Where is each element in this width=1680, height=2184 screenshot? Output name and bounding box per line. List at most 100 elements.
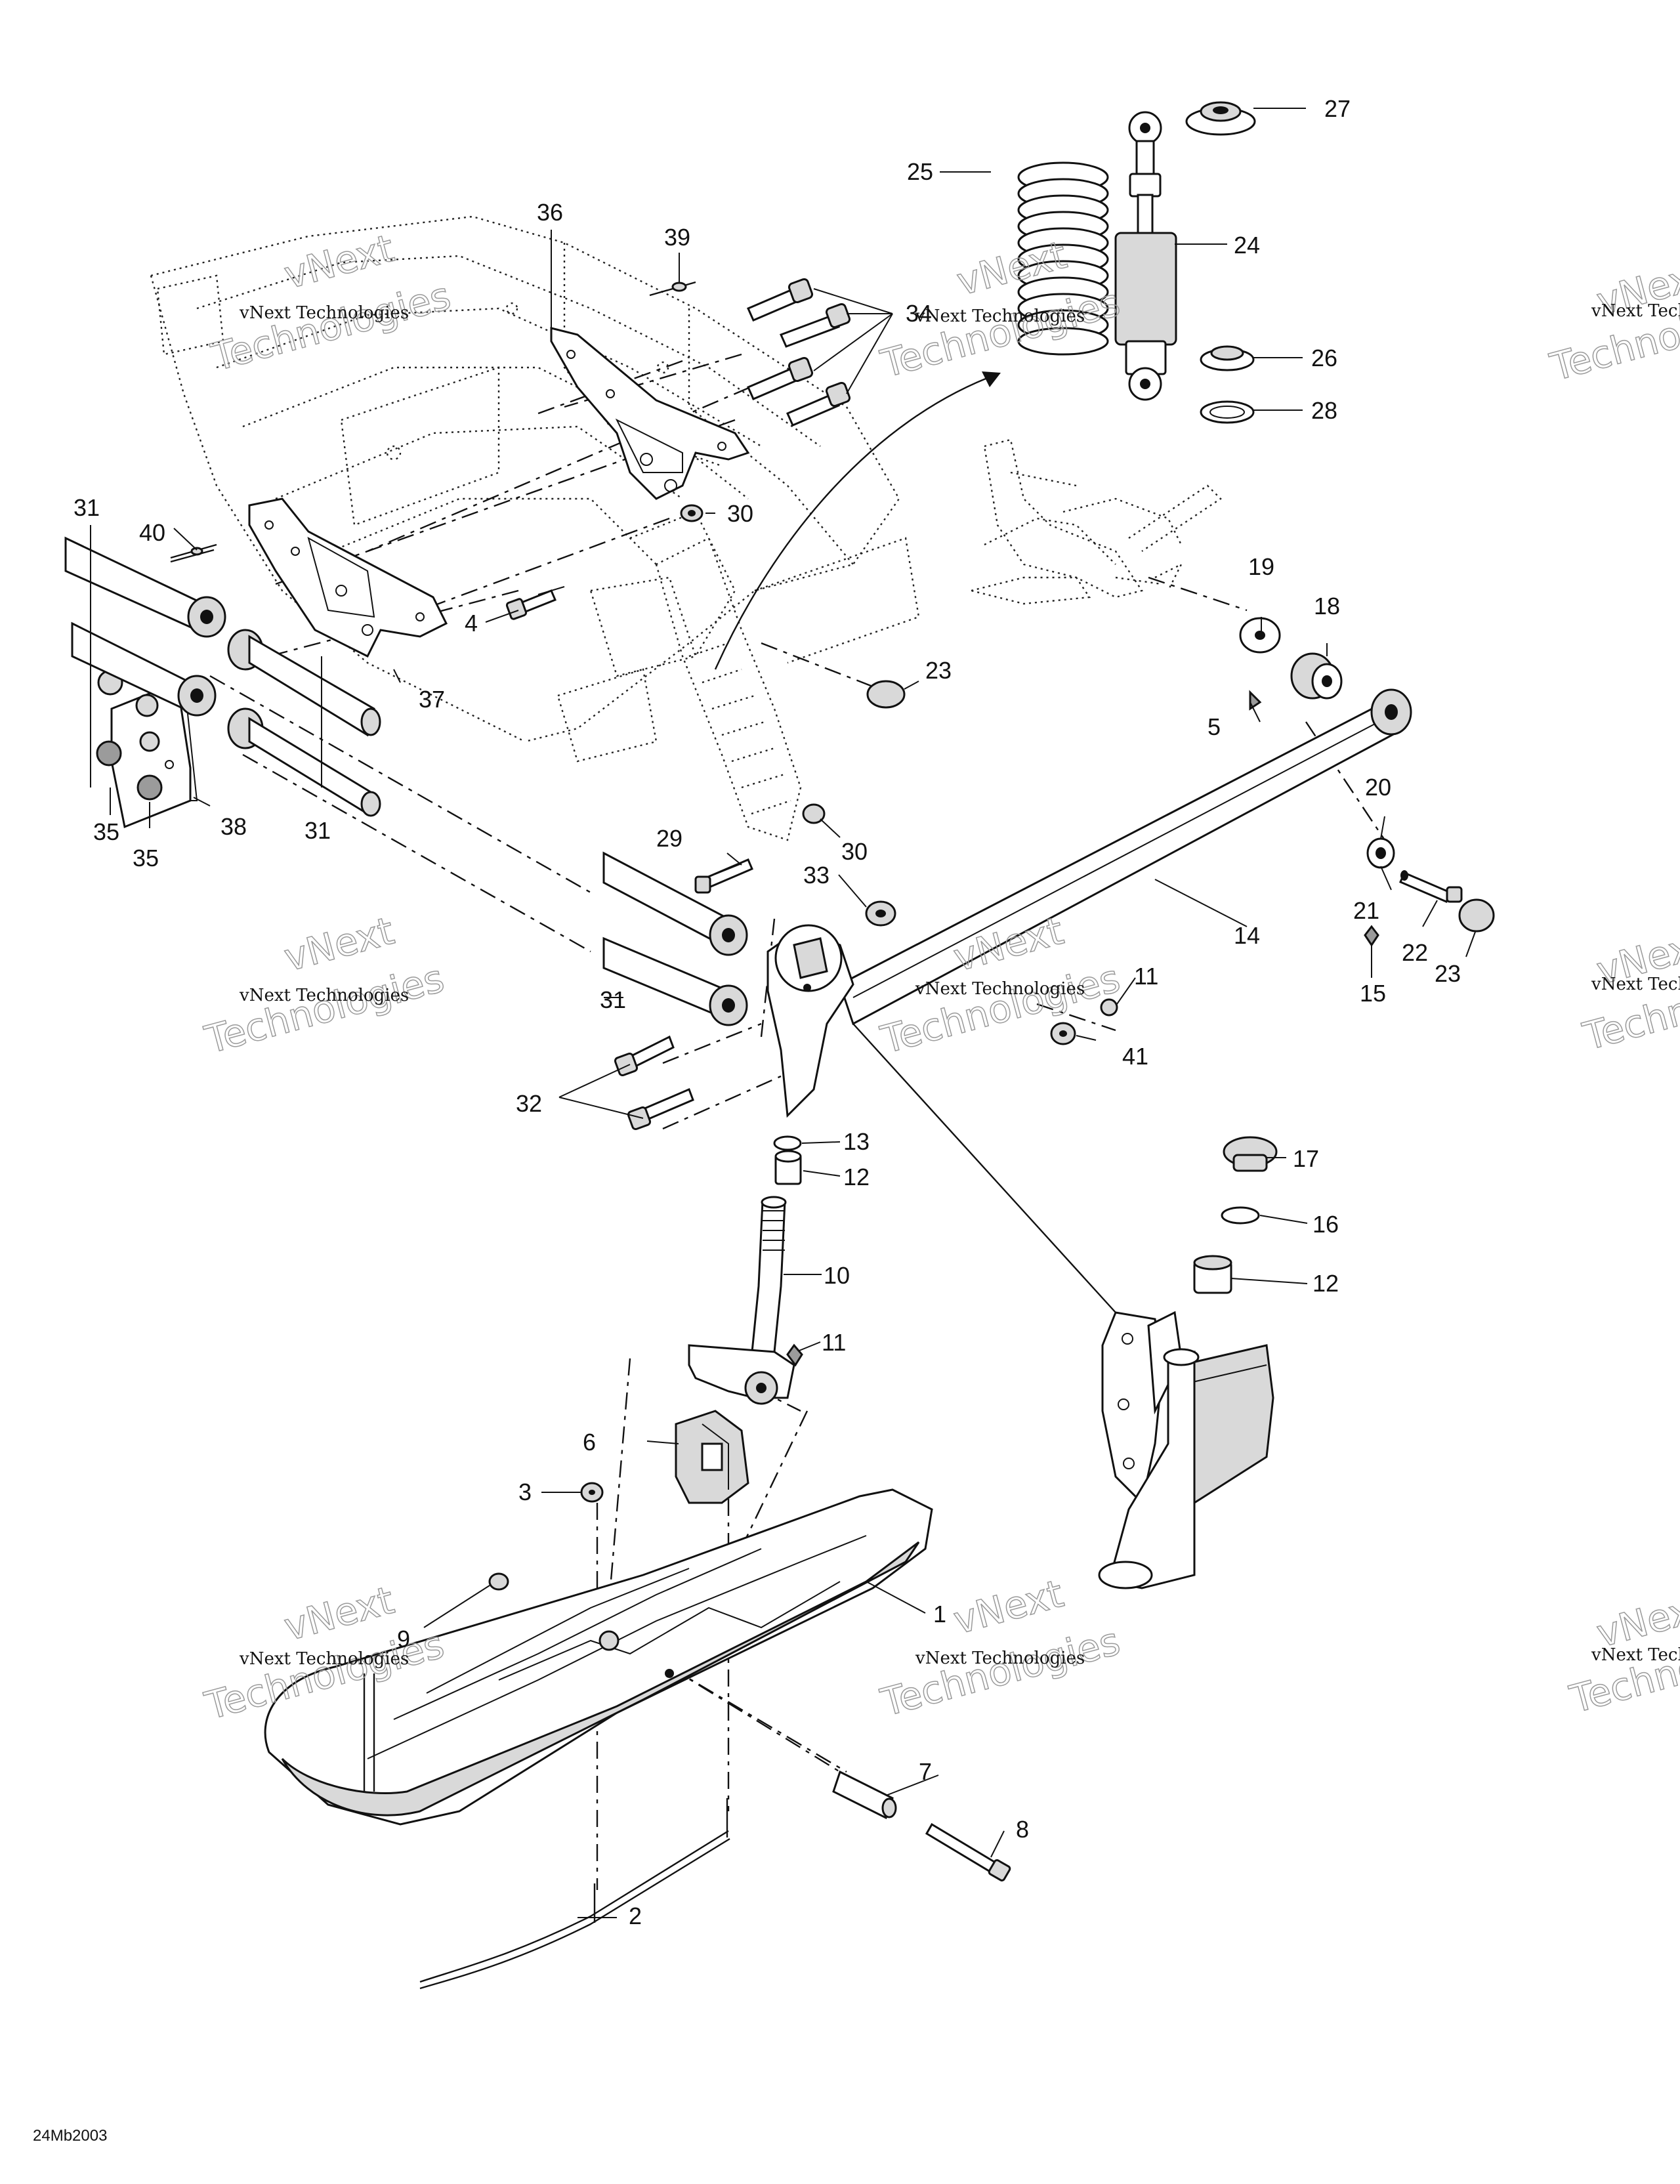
callout-21: 21	[1353, 897, 1379, 924]
watermark-small-9: vNext Technologies	[1591, 1645, 1680, 1665]
callout-36: 36	[537, 199, 563, 226]
nut-33	[865, 900, 896, 927]
callout-25: 25	[907, 158, 933, 185]
callout-23-upper: 23	[925, 657, 952, 684]
callout-11-lower: 11	[822, 1329, 846, 1356]
callout-29: 29	[656, 825, 682, 852]
callout-labels: 1 2 3 4 5 6 7 8 9 10 11 11 12 12 13 14 1…	[74, 95, 1461, 1929]
steering-link-14	[839, 688, 1412, 1026]
callout-30-upper: 30	[727, 500, 753, 527]
callout-4: 4	[465, 610, 478, 637]
watermark-small-7: vNext Technologies	[239, 1649, 409, 1669]
callout-41: 41	[1122, 1043, 1148, 1070]
callout-26: 26	[1311, 345, 1337, 371]
rear-plate-38	[96, 669, 198, 829]
callout-38: 38	[220, 813, 247, 840]
cap-17	[1223, 1136, 1278, 1172]
watermark-big-4a: vNext	[280, 908, 398, 980]
leader-lines	[90, 108, 1476, 1918]
callout-6: 6	[583, 1429, 596, 1456]
callout-24: 24	[1234, 232, 1260, 259]
watermark-big-8a: vNext	[949, 1571, 1068, 1643]
spring-25	[1017, 161, 1109, 356]
callout-12-left: 12	[843, 1164, 870, 1190]
cup-27	[1185, 101, 1256, 136]
washer-26	[1200, 345, 1255, 371]
callout-22: 22	[1402, 939, 1428, 966]
callout-13: 13	[843, 1128, 870, 1155]
watermark-small-6: vNext Technologies	[1591, 975, 1680, 994]
callout-18: 18	[1314, 593, 1340, 620]
callout-27: 27	[1324, 95, 1351, 122]
callout-33: 33	[803, 862, 830, 889]
callout-2: 2	[629, 1902, 642, 1929]
watermark-big-8b: Technologies	[876, 1618, 1124, 1725]
callout-32: 32	[516, 1090, 542, 1117]
bolt-29	[694, 858, 753, 894]
bolts-34	[747, 278, 893, 427]
nut-41	[1050, 1022, 1076, 1045]
steering-arm-left	[766, 924, 854, 1118]
watermark-big-1b: Technologies	[207, 273, 455, 379]
nut-30-upper	[680, 504, 704, 522]
callout-12-right: 12	[1312, 1270, 1339, 1297]
callout-20: 20	[1365, 774, 1391, 801]
nut-9	[488, 1572, 509, 1591]
shafts-31-upper	[64, 536, 381, 817]
ski-1	[264, 1488, 933, 1826]
spindle-clamp	[688, 1344, 795, 1405]
sleeve-7	[832, 1770, 897, 1820]
callout-8: 8	[1016, 1816, 1029, 1843]
bolts-32	[614, 1035, 694, 1131]
watermark-small-8: vNext Technologies	[915, 1648, 1085, 1668]
callout-35-right: 35	[133, 845, 159, 872]
runner-2	[419, 1798, 730, 1990]
spindle-housing-right	[1098, 1311, 1274, 1589]
nut-3	[580, 1482, 604, 1503]
diagram-code: 24Mb2003	[33, 2127, 107, 2145]
callout-28: 28	[1311, 397, 1337, 424]
spindle-10	[751, 1196, 787, 1353]
grease-fitting-11-lower	[786, 1343, 803, 1367]
callout-16: 16	[1312, 1211, 1339, 1238]
plug-23-lower	[1458, 898, 1495, 933]
grease-fitting-15	[1364, 925, 1379, 947]
callout-10: 10	[824, 1262, 850, 1289]
shock-absorber-24	[1114, 111, 1177, 401]
watermark-small-5: vNext Technologies	[915, 979, 1085, 999]
callout-5: 5	[1208, 713, 1221, 740]
upper-arm-assembly	[971, 438, 1222, 605]
bolt-4	[505, 586, 565, 620]
callout-7: 7	[919, 1758, 932, 1785]
direction-arrow-icon	[982, 371, 1001, 387]
circlip-16	[1221, 1206, 1260, 1225]
callout-31-top: 31	[74, 494, 100, 521]
nut-11-upper	[1100, 998, 1118, 1017]
watermark-small-2: vNext Technologies	[915, 306, 1085, 326]
watermark-small-1: vNext Technologies	[239, 303, 409, 323]
shafts-31-lower	[602, 851, 748, 1026]
callout-14: 14	[1234, 922, 1260, 949]
plug-23-upper	[866, 680, 906, 709]
callout-17: 17	[1293, 1145, 1319, 1172]
upper-bracket-36	[550, 327, 750, 500]
callout-30-lower: 30	[841, 838, 868, 865]
callout-39: 39	[664, 224, 690, 251]
bushing-12-right	[1193, 1255, 1232, 1294]
steering-boot	[655, 537, 802, 841]
watermark-small-4: vNext Technologies	[239, 986, 409, 1005]
callout-35-left: 35	[93, 818, 119, 845]
front-plate-37	[248, 497, 448, 658]
bushing-18	[1290, 652, 1343, 700]
callout-31-low: 31	[600, 986, 626, 1013]
callout-31-mid: 31	[304, 817, 331, 844]
nut-30-lower	[802, 803, 826, 824]
bolt-8	[925, 1822, 1011, 1881]
callout-40: 40	[139, 519, 165, 546]
cotter-pin-39	[649, 281, 696, 297]
bolt-22	[1399, 870, 1463, 903]
callout-11-upper: 11	[1134, 963, 1158, 990]
callout-9: 9	[397, 1626, 410, 1652]
callout-3: 3	[518, 1479, 532, 1505]
